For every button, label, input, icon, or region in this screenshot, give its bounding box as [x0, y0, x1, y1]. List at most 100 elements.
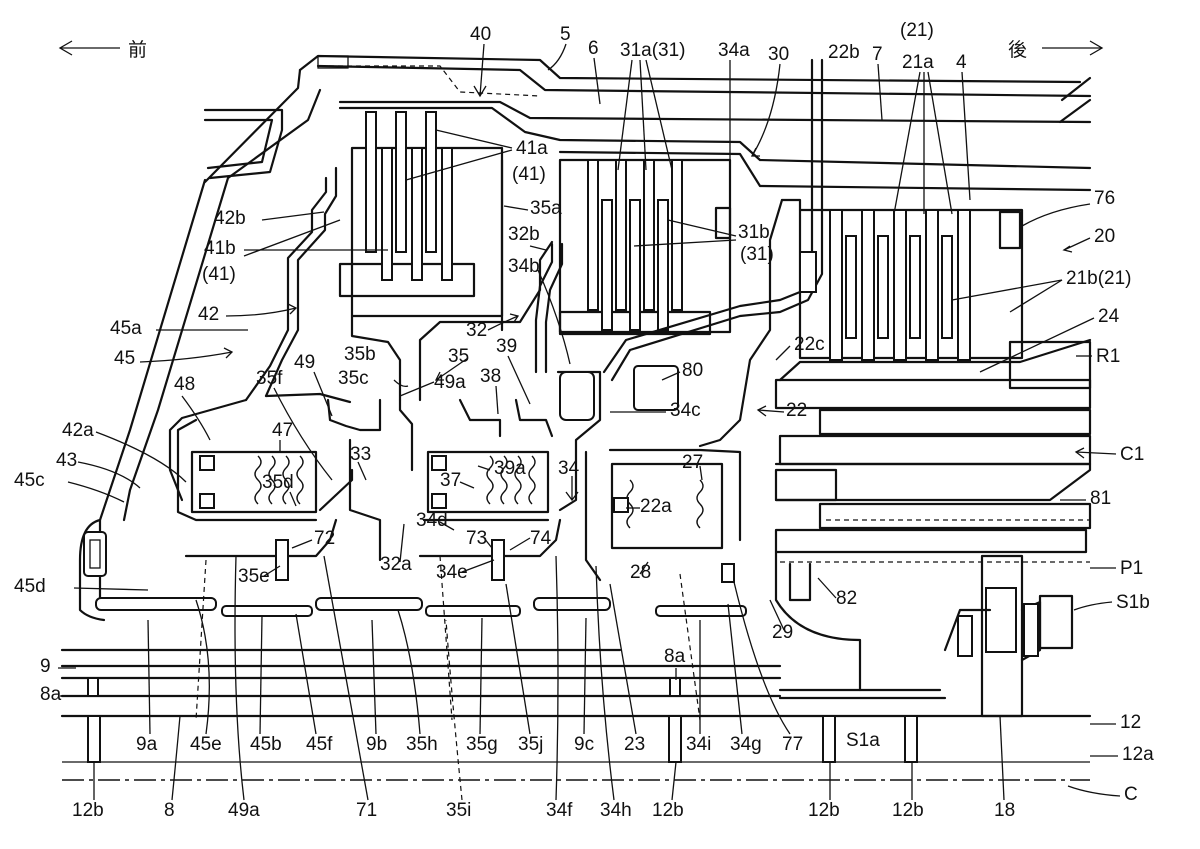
- return-spring-22a: [610, 462, 724, 550]
- label-C: C: [1124, 784, 1138, 805]
- oil-tube-34b: [534, 242, 564, 374]
- label-37: 37: [440, 470, 461, 491]
- label-34a: 34a: [718, 40, 750, 61]
- label-41a: 41a: [516, 138, 548, 159]
- label-42: 42: [198, 304, 219, 325]
- output-member-18: [943, 554, 1074, 718]
- label-39a: 39a: [494, 458, 526, 479]
- label-4: 4: [956, 52, 967, 73]
- label-42a: 42a: [62, 420, 94, 441]
- label-33: 33: [350, 444, 371, 465]
- label-76: 76: [1094, 188, 1115, 209]
- label-35g: 35g: [466, 734, 498, 755]
- label-47: 47: [272, 420, 293, 441]
- label-34g: 34g: [730, 734, 762, 755]
- label-35i: 35i: [446, 800, 471, 821]
- label-21-paren: (21): [900, 20, 934, 41]
- label-22a: 22a: [640, 496, 672, 517]
- label-31-paren: (31): [740, 244, 774, 265]
- label-34e: 34e: [436, 562, 468, 583]
- label-30: 30: [768, 44, 789, 65]
- bearing-set: [95, 539, 747, 721]
- label-48: 48: [174, 374, 195, 395]
- label-39: 39: [496, 336, 517, 357]
- label-21a: 21a: [902, 52, 934, 73]
- label-34h: 34h: [600, 800, 632, 821]
- label-31b: 31b: [738, 222, 770, 243]
- label-41-b: (41): [202, 264, 236, 285]
- label-34f: 34f: [546, 800, 573, 821]
- label-40: 40: [470, 24, 491, 45]
- front-direction-arrow: [58, 40, 120, 56]
- label-32b: 32b: [508, 224, 540, 245]
- label-21b: 21b(21): [1066, 268, 1132, 289]
- label-34c: 34c: [670, 400, 701, 421]
- center-support-hub: [176, 365, 679, 562]
- label-R1: R1: [1096, 346, 1120, 367]
- return-spring-39a: [426, 450, 550, 514]
- label-34: 34: [558, 458, 580, 479]
- label-35j: 35j: [518, 734, 543, 755]
- label-41b: 41b: [204, 238, 236, 259]
- label-74: 74: [530, 528, 552, 549]
- label-32: 32: [466, 320, 487, 341]
- planetary-gear-set: [774, 340, 1092, 692]
- label-72: 72: [314, 528, 335, 549]
- label-27: 27: [682, 452, 703, 473]
- label-34d: 34d: [416, 510, 448, 531]
- label-41-a: (41): [512, 164, 546, 185]
- clutch-drum-42: [168, 166, 352, 502]
- drum-22: [584, 198, 802, 582]
- label-35e: 35e: [238, 566, 270, 587]
- label-77: 77: [782, 734, 803, 755]
- oil-tube-22b: [602, 58, 824, 382]
- label-45b: 45b: [250, 734, 282, 755]
- label-43: 43: [56, 450, 77, 471]
- label-20: 20: [1094, 226, 1115, 247]
- transmission-case: [298, 54, 1092, 192]
- label-34b: 34b: [508, 256, 540, 277]
- label-P1: P1: [1120, 558, 1143, 579]
- front-cover-45: [78, 68, 322, 622]
- label-8a-mid: 8a: [664, 646, 686, 667]
- label-49a-bottom: 49a: [228, 800, 260, 821]
- label-8a-left: 8a: [40, 684, 62, 705]
- label-82: 82: [836, 588, 857, 609]
- label-5: 5: [560, 24, 571, 45]
- reference-labels: 40 5 6 31a(31) 34a 30 22b 7 (21) 21a 4 4…: [14, 20, 1154, 821]
- label-34i: 34i: [686, 734, 711, 755]
- label-12b-3: 12b: [808, 800, 840, 821]
- label-23: 23: [624, 734, 645, 755]
- label-12a: 12a: [1122, 744, 1154, 765]
- label-45a: 45a: [110, 318, 142, 339]
- label-12b-2: 12b: [652, 800, 684, 821]
- label-12: 12: [1120, 712, 1141, 733]
- label-9b: 9b: [366, 734, 387, 755]
- label-35h: 35h: [406, 734, 438, 755]
- label-81: 81: [1090, 488, 1111, 509]
- rear-direction-arrow: [1042, 40, 1104, 56]
- label-35a: 35a: [530, 198, 562, 219]
- label-S1b: S1b: [1116, 592, 1150, 613]
- label-6: 6: [588, 38, 599, 59]
- label-24: 24: [1098, 306, 1120, 327]
- label-C1: C1: [1120, 444, 1144, 465]
- label-42b: 42b: [214, 208, 246, 229]
- front-label: 前: [128, 39, 147, 61]
- label-31a: 31a(31): [620, 40, 686, 61]
- label-71: 71: [356, 800, 377, 821]
- label-9a: 9a: [136, 734, 158, 755]
- label-45: 45: [114, 348, 135, 369]
- label-35: 35: [448, 346, 469, 367]
- label-18: 18: [994, 800, 1015, 821]
- label-29: 29: [772, 622, 793, 643]
- label-45e: 45e: [190, 734, 222, 755]
- label-49: 49: [294, 352, 315, 373]
- label-22b: 22b: [828, 42, 860, 63]
- leader-lines: [58, 43, 1121, 801]
- label-35f: 35f: [256, 368, 283, 389]
- label-7: 7: [872, 44, 883, 65]
- piston-35: [318, 240, 554, 512]
- label-73: 73: [466, 528, 487, 549]
